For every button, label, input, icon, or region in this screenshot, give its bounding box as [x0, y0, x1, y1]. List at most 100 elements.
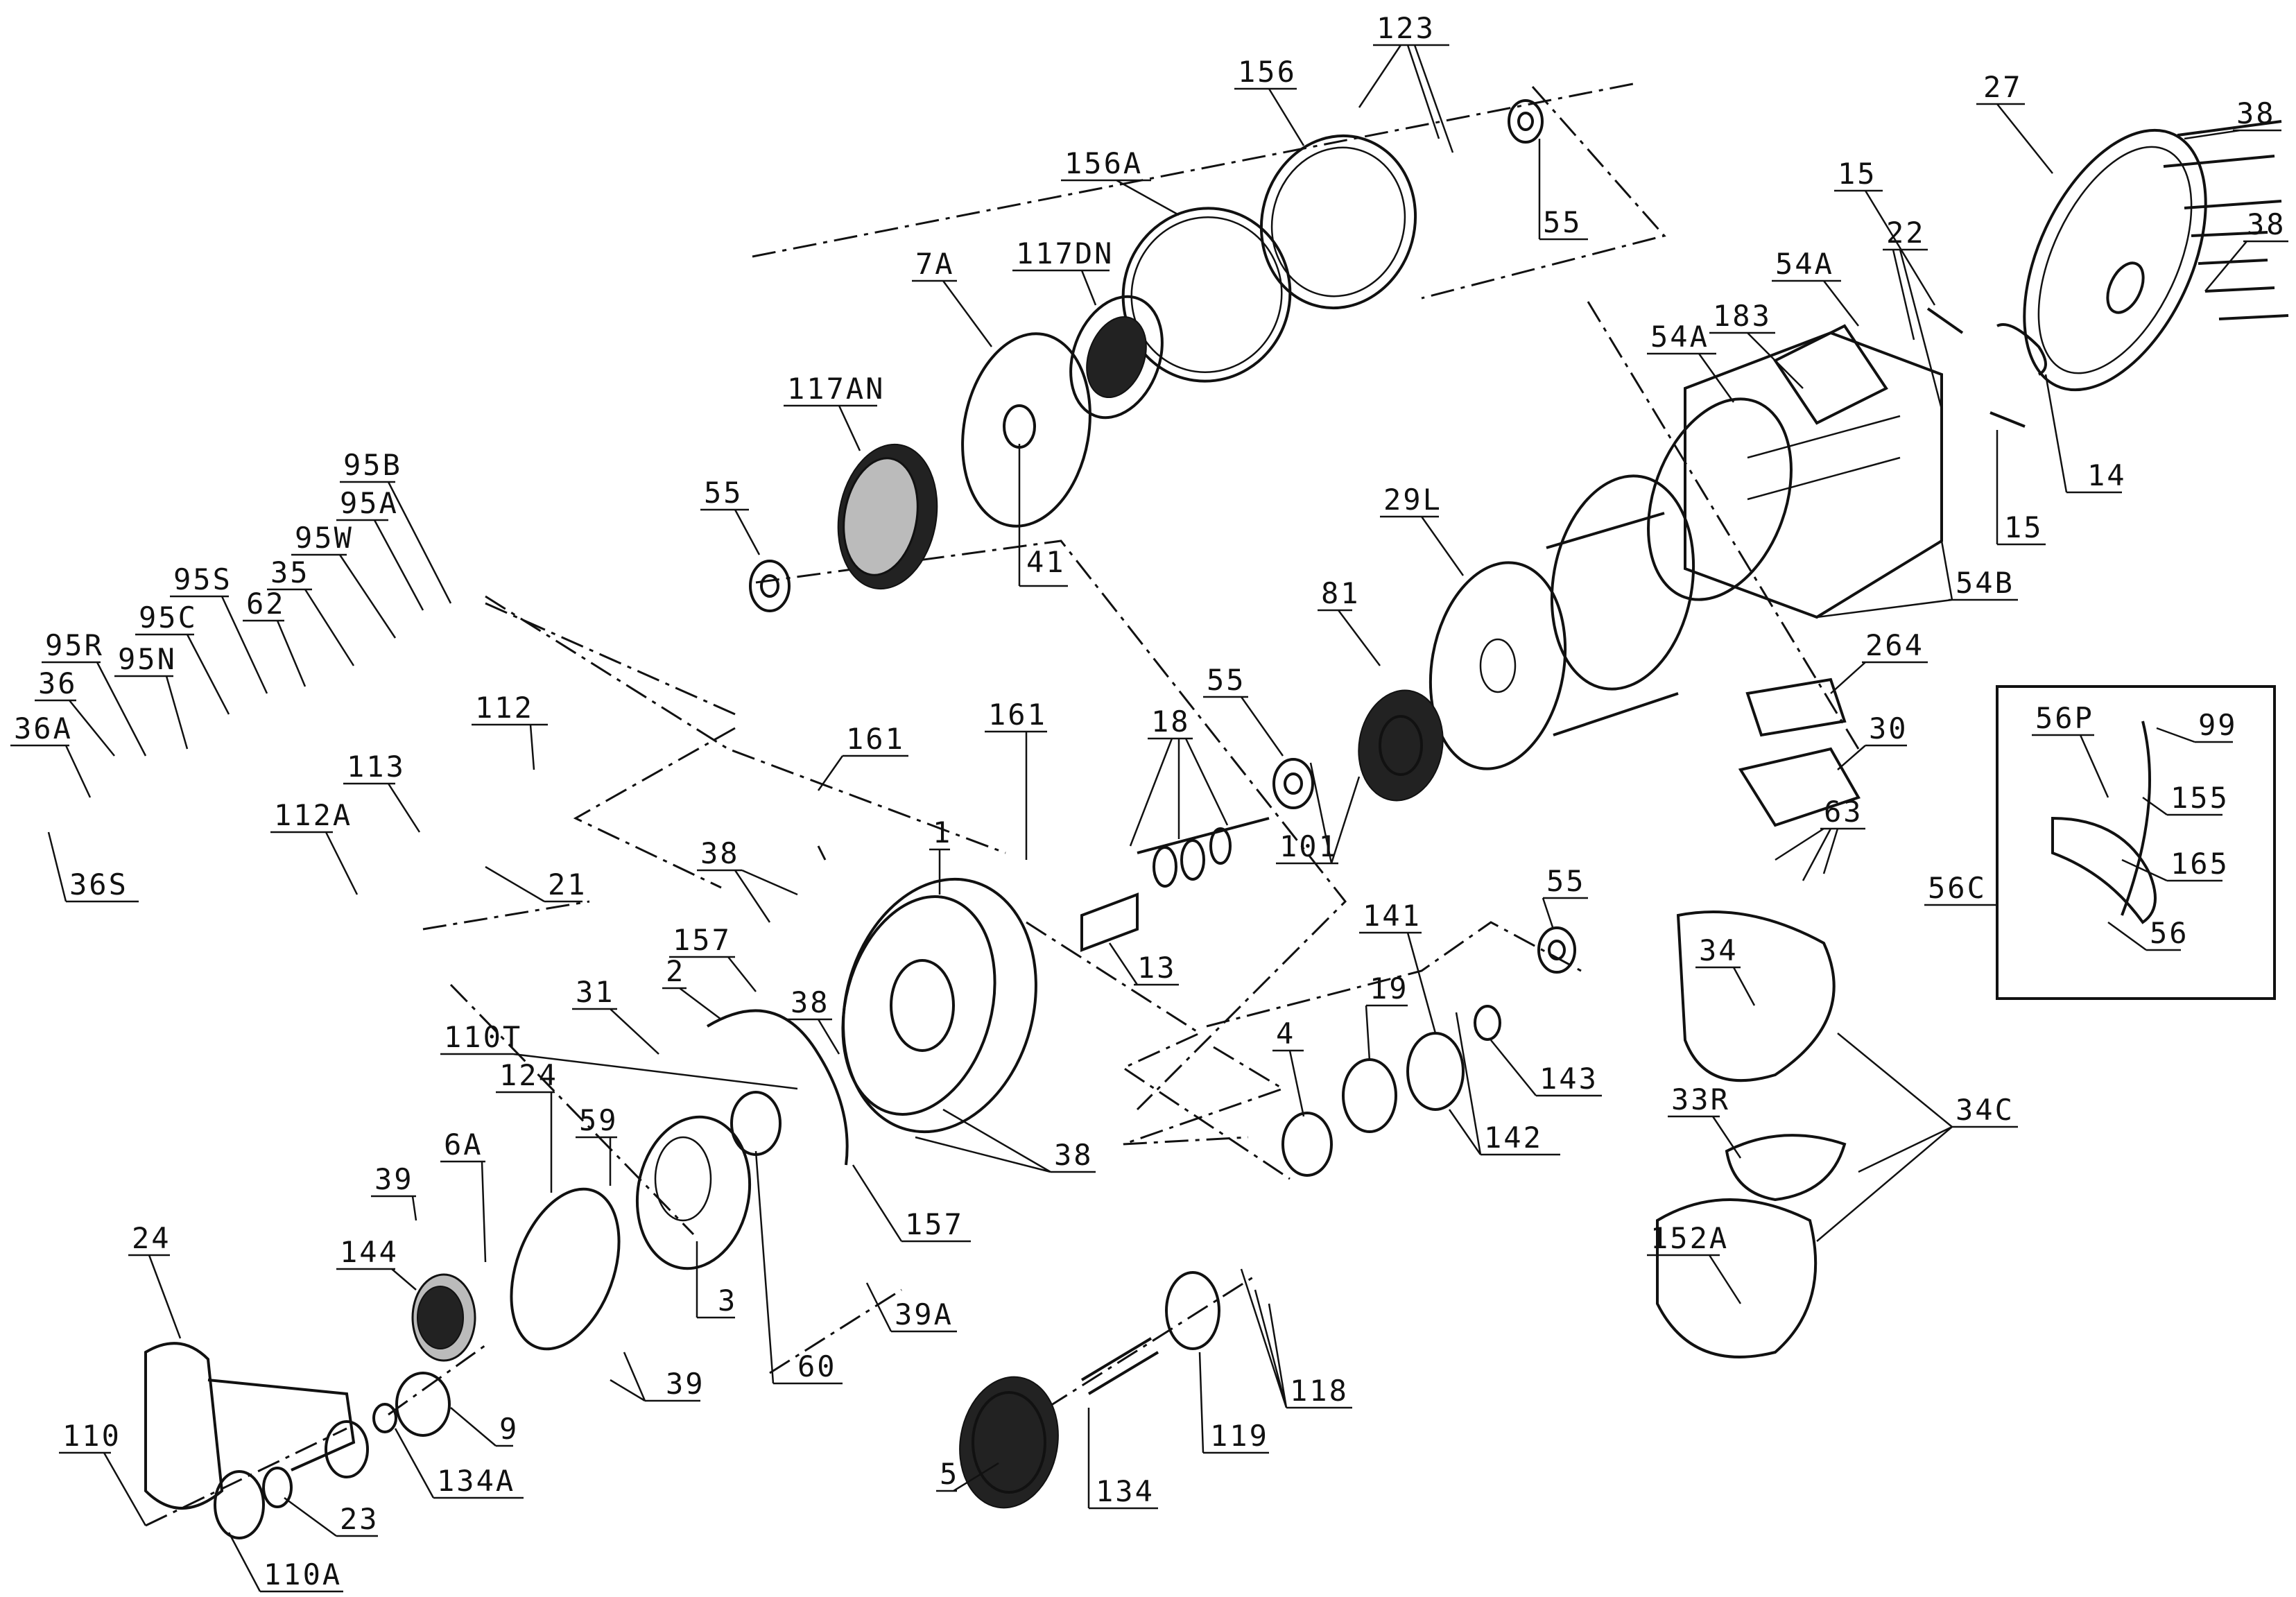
label-56C-text: 56C	[1928, 871, 1987, 905]
label-141: 141	[1359, 899, 1437, 1034]
label-95R-text: 95R	[45, 628, 104, 662]
label-152A-text: 152A	[1650, 1221, 1729, 1255]
label-117AN-text: 117AN	[787, 372, 885, 406]
label-55-top-text: 55	[1543, 205, 1582, 239]
label-54A-a: 54A	[1772, 247, 1859, 327]
label-113-text: 113	[347, 750, 406, 784]
label-157-a-text: 157	[673, 923, 732, 957]
label-63: 63	[1775, 795, 1865, 881]
label-5: 5	[936, 1457, 999, 1492]
label-123-text: 123	[1376, 11, 1435, 45]
label-95W: 95W	[291, 521, 397, 639]
label-54A-a-text: 54A	[1775, 247, 1834, 281]
label-33R: 33R	[1668, 1082, 1742, 1159]
label-39-a-text: 39	[374, 1162, 414, 1196]
label-15-a: 15	[1834, 157, 1936, 306]
label-141-text: 141	[1363, 899, 1422, 933]
label-55-mid-text: 55	[1207, 663, 1246, 697]
label-110: 110	[59, 1419, 147, 1526]
label-4: 4	[1272, 1017, 1305, 1117]
label-18: 18	[1129, 705, 1229, 847]
label-22-text: 22	[1886, 216, 1926, 250]
label-31-text: 31	[576, 975, 615, 1009]
label-55-top: 55	[1538, 139, 1588, 241]
label-99: 99	[2156, 708, 2238, 743]
label-9-text: 9	[499, 1412, 519, 1446]
label-95R: 95R	[42, 628, 147, 757]
label-99-text: 99	[2198, 708, 2238, 742]
label-161-a: 161	[817, 722, 908, 791]
label-95C: 95C	[135, 601, 230, 715]
label-3: 3	[696, 1241, 735, 1319]
label-123: 123	[1358, 11, 1454, 153]
label-35-text: 35	[270, 555, 310, 589]
label-95A: 95A	[336, 486, 424, 611]
label-39-b: 39	[610, 1352, 705, 1402]
label-155-text: 155	[2170, 781, 2229, 815]
label-5-text: 5	[940, 1457, 959, 1491]
label-2: 2	[662, 954, 722, 1020]
label-38-c-text: 38	[700, 836, 740, 870]
label-36S: 36S	[47, 831, 139, 903]
label-156: 156	[1234, 55, 1305, 146]
label-112A-text: 112A	[274, 798, 352, 832]
label-34C-text: 34C	[1956, 1093, 2014, 1127]
label-119-text: 119	[1210, 1419, 1269, 1453]
label-95C-text: 95C	[139, 601, 198, 635]
label-4-text: 4	[1276, 1017, 1295, 1051]
label-112: 112	[472, 691, 548, 770]
label-15-b: 15	[1996, 430, 2046, 546]
label-14: 14	[2044, 374, 2127, 494]
label-95N: 95N	[114, 642, 189, 750]
label-6A: 6A	[440, 1128, 487, 1263]
label-95S-text: 95S	[173, 562, 232, 596]
label-6A-text: 6A	[444, 1128, 483, 1162]
label-110T-text: 110T	[444, 1020, 522, 1054]
label-95N-text: 95N	[118, 642, 177, 676]
label-117DN-text: 117DN	[1016, 236, 1114, 270]
label-19-text: 19	[1370, 972, 1409, 1005]
label-124-text: 124	[499, 1058, 558, 1092]
label-156-text: 156	[1238, 55, 1297, 89]
label-34: 34	[1695, 933, 1756, 1006]
label-112A: 112A	[270, 798, 359, 895]
label-118: 118	[1240, 1268, 1352, 1409]
label-39-b-text: 39	[666, 1367, 705, 1401]
label-29L-text: 29L	[1383, 483, 1442, 517]
label-27: 27	[1976, 70, 2053, 174]
label-22: 22	[1883, 216, 1943, 410]
label-36-text: 36	[38, 666, 78, 700]
label-143-text: 143	[1539, 1062, 1598, 1096]
label-62: 62	[243, 587, 307, 687]
label-59: 59	[576, 1103, 619, 1186]
label-38-b: 38	[2204, 207, 2288, 292]
label-36A: 36A	[10, 711, 92, 798]
label-54A-b-text: 54A	[1650, 320, 1709, 354]
label-14-text: 14	[2087, 458, 2127, 492]
label-110-text: 110	[62, 1419, 121, 1453]
label-156A-text: 156A	[1064, 146, 1143, 180]
label-110A: 110A	[227, 1532, 343, 1593]
label-264: 264	[1830, 628, 1928, 694]
label-157-a: 157	[669, 923, 757, 992]
label-54B: 54B	[1816, 540, 2018, 619]
label-38-e: 38	[915, 1108, 1096, 1173]
label-7A-text: 7A	[915, 247, 955, 281]
label-157-b: 157	[852, 1164, 971, 1243]
label-161-b-text: 161	[988, 698, 1047, 732]
label-134-text: 134	[1096, 1474, 1155, 1508]
label-15-b-text: 15	[2004, 510, 2044, 544]
label-56P: 56P	[2032, 701, 2109, 798]
label-15-a-text: 15	[1838, 157, 1877, 191]
label-142-text: 142	[1484, 1121, 1543, 1155]
label-264-text: 264	[1865, 628, 1924, 662]
label-56C: 56C	[1924, 871, 1997, 906]
label-38-a-text: 38	[2236, 96, 2276, 130]
label-183-text: 183	[1713, 299, 1772, 333]
label-143: 143	[1490, 1039, 1602, 1097]
label-39-a: 39	[371, 1162, 417, 1221]
label-95A-text: 95A	[340, 486, 399, 520]
label-38-d: 38	[787, 985, 840, 1055]
label-59-text: 59	[579, 1103, 619, 1137]
label-95W-text: 95W	[295, 521, 354, 555]
